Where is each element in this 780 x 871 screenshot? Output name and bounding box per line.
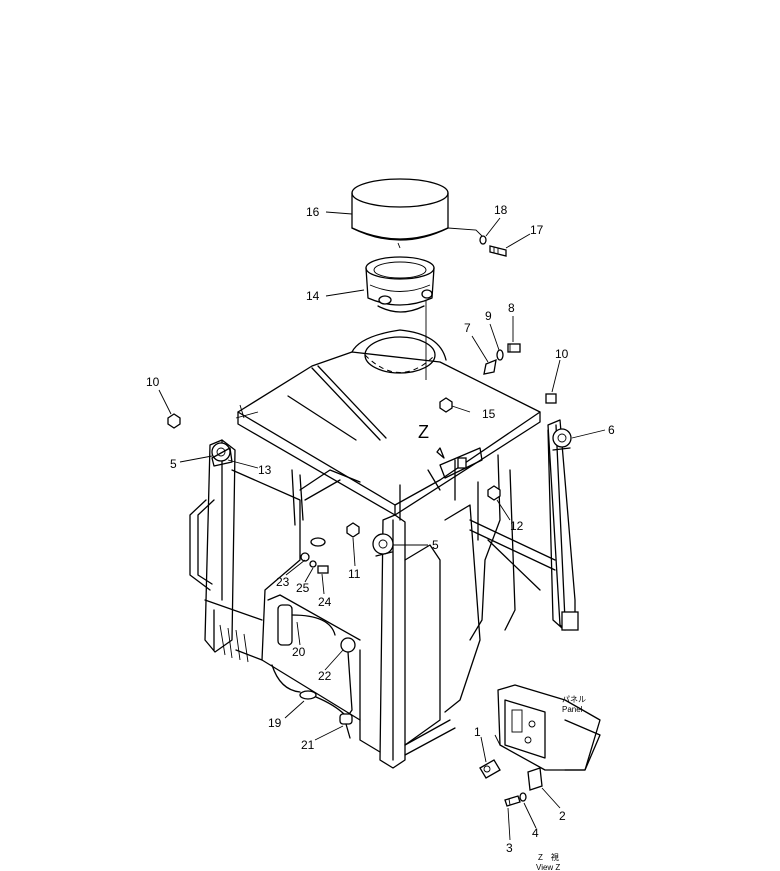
panel-label-jp: パネル [562,695,586,704]
wiring-19-22 [271,604,356,739]
leader-lines [158,211,606,841]
view-caption: View Z [536,863,560,871]
callout-5-left: 5 [170,457,177,471]
ring-part [365,256,435,380]
callout-19: 19 [268,716,282,730]
nut-12 [487,485,501,501]
nut-15 [439,397,453,413]
callout-7: 7 [464,321,471,335]
cab-frame [189,329,579,769]
callout-13: 13 [258,463,272,477]
nut-11 [346,522,360,538]
lamp-5-left [211,442,233,467]
callout-22: 22 [318,669,332,683]
callout-14: 14 [306,289,320,303]
panel-detail [479,684,601,807]
washer-9 [496,349,504,361]
bolt-17 [489,245,507,257]
callout-labels: 16 18 17 14 8 9 7 10 10 15 6 Z 5 13 12 5… [146,203,615,871]
callout-4: 4 [532,826,539,840]
callout-11: 11 [348,567,361,581]
callout-25: 25 [296,581,310,595]
callout-2: 2 [559,809,566,823]
view-marker-z: Z [418,422,429,442]
lamp-6 [552,428,572,451]
parts-23-25 [300,537,329,574]
cap-part [351,178,449,249]
callout-3: 3 [506,841,513,855]
callout-8: 8 [508,301,515,315]
callout-6: 6 [608,423,615,437]
callout-23: 23 [276,575,290,589]
view-caption-jp: Z 視 [538,853,559,862]
callout-1: 1 [474,725,481,739]
callout-10-left: 10 [146,375,160,389]
nut-10-right [545,393,557,404]
callout-24: 24 [318,595,332,609]
plate-7 [483,358,497,375]
bolt-8 [507,343,521,353]
callout-21: 21 [301,738,315,752]
washer-18 [479,235,487,245]
callout-15: 15 [482,407,496,421]
nut-10-left [167,413,181,429]
callout-16: 16 [306,205,320,219]
callout-12: 12 [510,519,524,533]
callout-18: 18 [494,203,508,217]
callout-5-centre: 5 [432,538,439,552]
panel-label: Panel [562,705,583,714]
callout-9: 9 [485,309,492,323]
callout-20: 20 [292,645,306,659]
lamp-5-centre [372,533,394,557]
callout-17: 17 [530,223,544,237]
callout-10-right: 10 [555,347,569,361]
